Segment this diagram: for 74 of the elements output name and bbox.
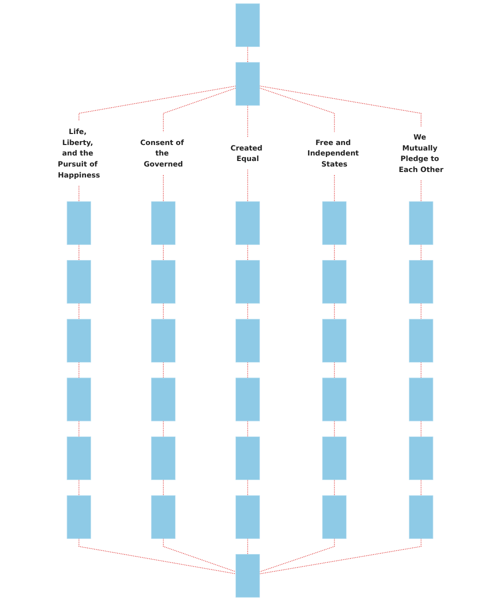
node-box: [66, 436, 92, 480]
node-box: [151, 378, 176, 422]
node-box: [408, 378, 434, 422]
connector: [247, 244, 248, 261]
node-box: [151, 260, 176, 304]
connector: [162, 479, 164, 496]
connector: [247, 169, 248, 202]
connector: [162, 88, 236, 132]
node-box: [236, 554, 260, 598]
connector: [162, 420, 164, 438]
node-box: [66, 495, 92, 539]
node-box: [151, 201, 176, 245]
node-box: [408, 260, 434, 304]
connector: [78, 244, 80, 261]
node-box: [236, 436, 260, 480]
connector: [334, 420, 335, 438]
connector: [420, 303, 422, 320]
connector: [259, 538, 335, 572]
node-box: [322, 495, 347, 539]
node-box: [236, 62, 260, 106]
connector: [334, 244, 335, 261]
node-box: [66, 378, 92, 422]
connector: [78, 538, 236, 574]
connector: [334, 479, 335, 496]
node-box: [408, 436, 434, 480]
connector: [78, 362, 80, 378]
node-box: [408, 201, 434, 245]
connector: [162, 303, 164, 320]
node-box: [151, 495, 176, 539]
connector: [78, 185, 80, 202]
connector: [420, 180, 422, 202]
node-box: [66, 318, 92, 362]
connector: [247, 105, 248, 138]
connector: [78, 86, 236, 122]
connector: [334, 174, 335, 202]
connector: [78, 420, 80, 438]
connector: [420, 420, 422, 438]
connector: [78, 479, 80, 496]
connector: [247, 303, 248, 320]
node-box: [322, 260, 347, 304]
node-box: [236, 201, 260, 245]
node-box: [236, 260, 260, 304]
connector: [162, 244, 164, 261]
connector: [78, 303, 80, 320]
connector: [334, 303, 335, 320]
connector: [162, 174, 164, 202]
node-box: [322, 436, 347, 480]
connector: [162, 538, 236, 572]
node-box: [66, 201, 92, 245]
connector: [420, 479, 422, 496]
connector: [247, 362, 248, 378]
node-box: [151, 318, 176, 362]
connector: [247, 46, 248, 63]
connector: [334, 362, 335, 378]
node-box: [236, 378, 260, 422]
node-box: [236, 495, 260, 539]
node-box: [236, 3, 260, 47]
connector: [259, 88, 335, 132]
connector: [247, 479, 248, 496]
connector: [259, 538, 422, 574]
node-box: [236, 318, 260, 362]
node-box: [408, 318, 434, 362]
node-box: [408, 495, 434, 539]
connector: [162, 362, 164, 378]
node-box: [322, 378, 347, 422]
connector: [259, 86, 422, 127]
connector: [247, 420, 248, 438]
node-box: [322, 318, 347, 362]
node-box: [66, 260, 92, 304]
node-box: [151, 436, 176, 480]
connector: [247, 538, 248, 555]
connector: [420, 244, 422, 261]
connector: [420, 362, 422, 378]
node-box: [322, 201, 347, 245]
